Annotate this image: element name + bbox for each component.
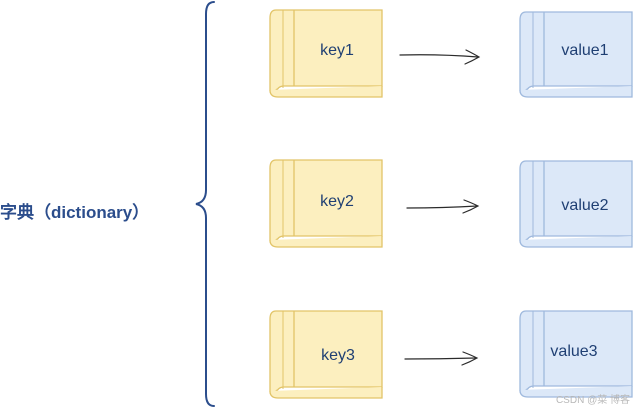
watermark: CSDN @菜 博客 [555,395,630,406]
value-book-3 [519,310,633,398]
value-label-3: value3 [550,343,598,360]
arrow-1 [399,49,481,65]
value-book-1 [519,11,633,98]
curly-brace [195,1,215,407]
key-book-2 [269,159,383,248]
key-label-3: key3 [321,347,355,364]
key-label-2: key2 [320,193,354,210]
value-label-2: value2 [561,197,609,214]
value-book-2 [519,160,633,248]
arrow-3 [404,351,479,366]
arrow-2 [406,199,480,214]
dictionary-title: 字典（dictionary） [0,203,150,222]
key-book-1 [269,9,383,98]
value-label-1: value1 [561,42,609,59]
key-label-1: key1 [320,42,354,59]
key-book-3 [269,310,383,399]
